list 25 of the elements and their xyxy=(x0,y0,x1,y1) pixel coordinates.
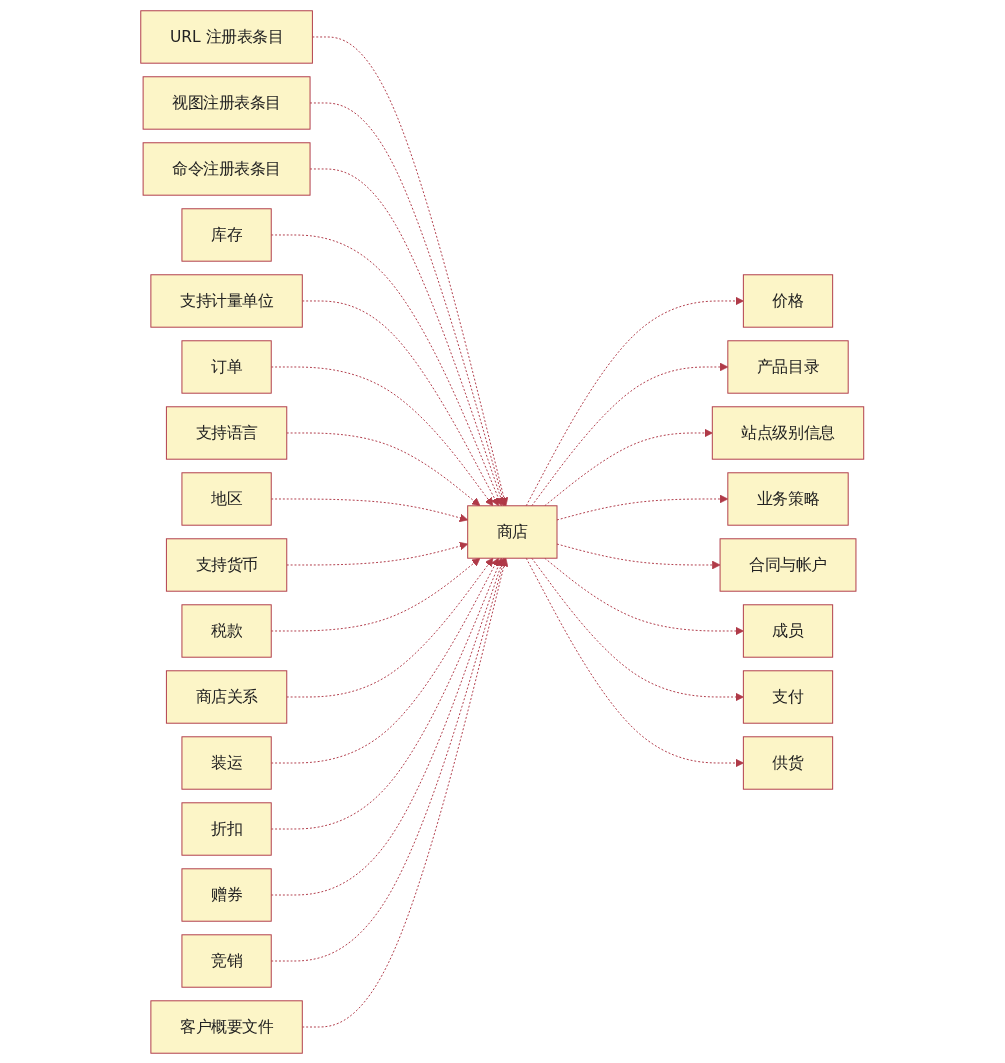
node-box: URL 注册表条目 xyxy=(140,9,314,64)
node-box: 折扣 xyxy=(181,801,272,856)
node-box: 支持货币 xyxy=(166,537,288,592)
node-box: 库存 xyxy=(181,207,272,262)
node-box: 地区 xyxy=(181,471,272,526)
node-box: 客户概要文件 xyxy=(150,999,304,1054)
node-box: 合同与帐户 xyxy=(719,537,857,592)
node-box: 产品目录 xyxy=(727,339,849,394)
node-box: 装运 xyxy=(181,735,272,790)
node-box: 赠券 xyxy=(181,867,272,922)
node-box: 支持语言 xyxy=(166,405,288,460)
node-box: 成员 xyxy=(743,603,834,658)
node-box: 订单 xyxy=(181,339,272,394)
node-box: 价格 xyxy=(743,273,834,328)
node-box: 支付 xyxy=(743,669,834,724)
node-box: 命令注册表条目 xyxy=(142,141,311,196)
node-box: 站点级别信息 xyxy=(712,405,865,460)
node-box: 支持计量单位 xyxy=(150,273,304,328)
node-box: 商店关系 xyxy=(166,669,288,724)
node-box: 视图注册表条目 xyxy=(142,75,311,130)
node-box: 供货 xyxy=(743,735,834,790)
node-box: 竞销 xyxy=(181,933,272,988)
node-box: 税款 xyxy=(181,603,272,658)
node-box: 业务策略 xyxy=(727,471,849,526)
node-box: 商店 xyxy=(467,504,558,559)
